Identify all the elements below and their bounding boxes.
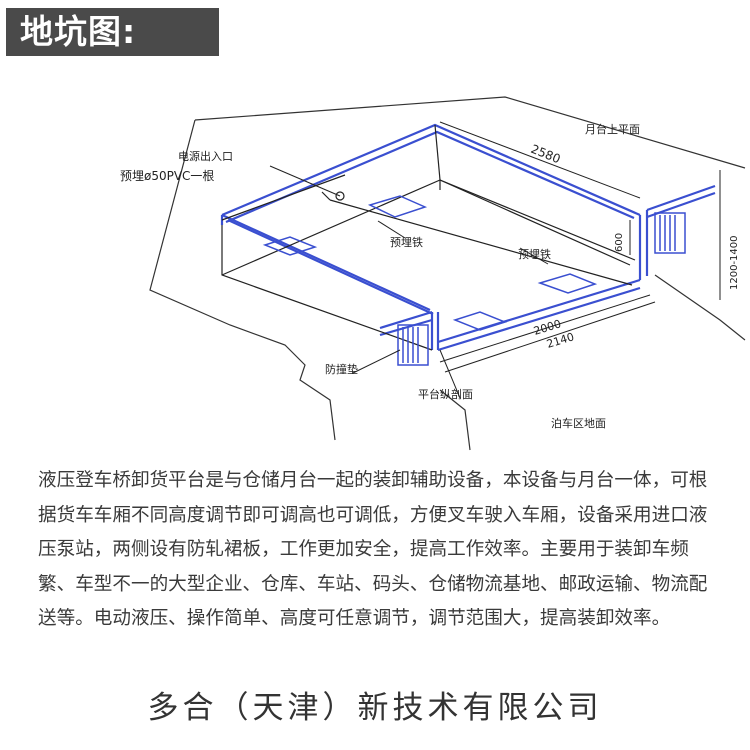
title-bar: 地坑图:	[6, 8, 219, 56]
page-title: 地坑图:	[20, 12, 137, 51]
ground-boundary	[194, 96, 746, 169]
dimension-lines	[439, 121, 721, 373]
pit-diagram: 月台上平面 电源出入口 预埋ø50PVC一根 2580 600 1200-140…	[120, 96, 746, 451]
label-embedded-iron-1: 预埋铁	[390, 236, 423, 249]
right-bumper	[654, 212, 686, 254]
ground-boundary-right	[654, 274, 746, 341]
pit-inner	[221, 124, 636, 351]
label-bumper: 防撞垫	[325, 362, 358, 376]
company-name: 多合（天津）新技术有限公司	[147, 690, 603, 726]
label-embedded-pipe: 预埋ø50PVC一根	[120, 169, 214, 183]
label-cable-entry: 电源出入口	[178, 149, 233, 163]
cable-entry-marker	[335, 191, 345, 201]
leader-lines	[269, 165, 549, 399]
description-text: 液压登车桥卸货平台是与仓储月台一起的装卸辅助设备，本设备与月台一体，可根据货车车…	[38, 470, 708, 629]
section-line	[439, 389, 471, 451]
label-dim-height: 1200-1400	[729, 235, 740, 290]
label-dim-side: 600	[614, 233, 625, 252]
label-parking-area: 泊车区地面	[551, 416, 606, 430]
left-bumper	[397, 324, 429, 366]
label-embedded-iron-2: 预埋铁	[518, 248, 551, 261]
ground-boundary-left	[149, 119, 336, 441]
label-platform-top-view: 月台上平面	[585, 122, 640, 136]
pit-rim	[220, 123, 716, 352]
label-platform-section: 平台纵剖面	[418, 387, 473, 401]
embedded-plates	[262, 195, 598, 331]
